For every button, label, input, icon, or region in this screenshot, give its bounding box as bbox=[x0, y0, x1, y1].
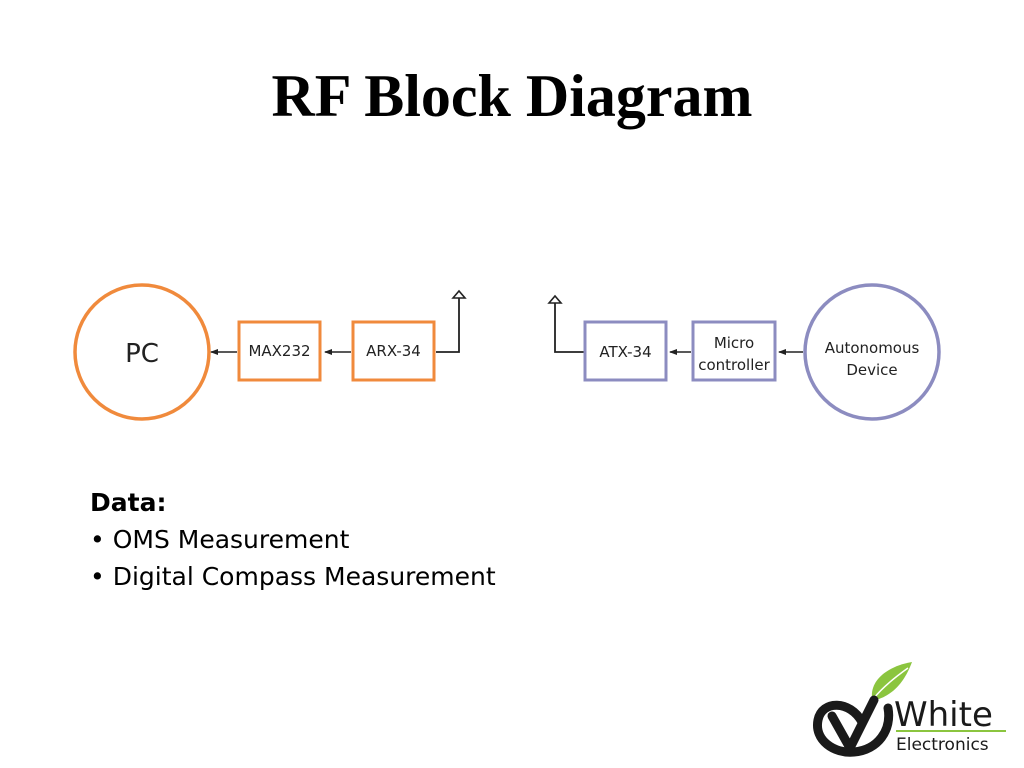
atx34-block bbox=[583, 320, 668, 382]
arx34-block bbox=[351, 320, 436, 382]
arx34-label: ARX-34 bbox=[366, 342, 421, 360]
white-electronics-logo: White Electronics bbox=[813, 662, 1006, 757]
autonomous-device-label-line2: Device bbox=[846, 361, 897, 379]
data-item-compass: Digital Compass Measurement bbox=[90, 562, 496, 591]
microcontroller-label-line2: controller bbox=[698, 356, 770, 374]
autonomous-device-label-line1: Autonomous bbox=[825, 339, 920, 357]
receiver-antenna bbox=[436, 298, 460, 353]
receiver-antenna-tip-icon bbox=[451, 289, 467, 299]
max232-block bbox=[237, 320, 322, 382]
logo-white-text: White bbox=[894, 695, 993, 735]
receiver-chain: PC MAX232 ARX-34 bbox=[73, 283, 467, 421]
slide-title: RF Block Diagram bbox=[271, 63, 753, 129]
data-heading: Data: bbox=[90, 488, 167, 517]
atx34-label: ATX-34 bbox=[599, 343, 651, 361]
microcontroller-block bbox=[691, 320, 777, 382]
data-section: Data: OMS Measurement Digital Compass Me… bbox=[90, 488, 496, 599]
microcontroller-label-line1: Micro bbox=[714, 334, 754, 352]
transmitter-antenna bbox=[554, 303, 584, 353]
transmitter-antenna-tip-icon bbox=[547, 294, 563, 304]
pc-label: PC bbox=[125, 339, 159, 369]
leaf-v-logo-icon bbox=[813, 662, 912, 757]
data-item-oms: OMS Measurement bbox=[90, 525, 496, 554]
pc-node bbox=[73, 283, 211, 421]
logo-electronics-text: Electronics bbox=[896, 735, 989, 755]
rf-block-diagram: PC MAX232 ARX-34 ATX-34 Micro controller… bbox=[73, 283, 941, 421]
max232-label: MAX232 bbox=[248, 342, 310, 360]
transmitter-chain: ATX-34 Micro controller Autonomous Devic… bbox=[547, 283, 941, 421]
autonomous-device-node bbox=[803, 283, 941, 421]
